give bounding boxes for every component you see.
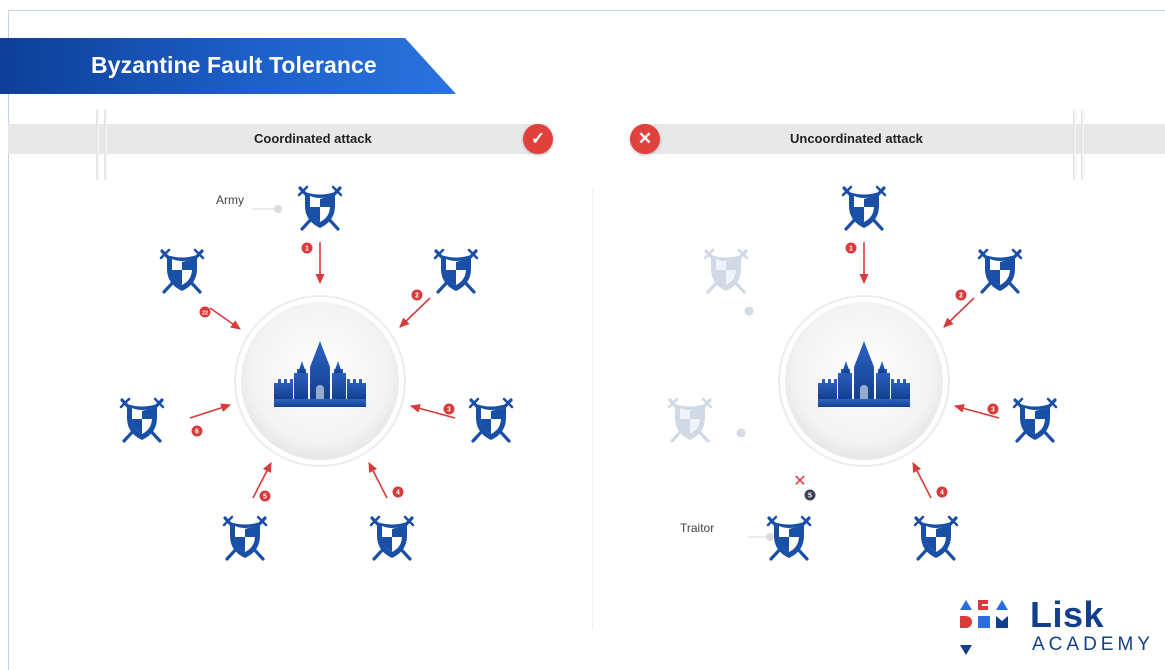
lisk-logo-mark (960, 600, 1008, 655)
traitor-x-icon: ✕ (793, 471, 806, 490)
svg-text:4: 4 (940, 489, 944, 496)
svg-text:5: 5 (263, 493, 267, 500)
attack-arrow (953, 404, 1000, 419)
svg-text:2: 2 (959, 292, 963, 299)
svg-text:1: 1 (849, 245, 853, 252)
fortress-center (778, 295, 950, 467)
army-shield-icon (841, 185, 887, 231)
attack-arrow (189, 403, 232, 419)
attack-arrow (399, 297, 431, 328)
right-panel-header-bar (640, 124, 1165, 154)
attack-arrow (252, 462, 272, 499)
faded-army-dot (744, 306, 754, 316)
step-number-badge: 4 (392, 486, 404, 498)
panel-divider (592, 190, 593, 630)
svg-text:1: 1 (305, 245, 309, 252)
step-number-badge: 2 (955, 289, 967, 301)
step-number-badge: 5 (259, 490, 271, 502)
fortress-center (234, 295, 406, 467)
bar-tick (96, 110, 99, 180)
step-number-badge: 3 (443, 403, 455, 415)
attack-arrow (912, 462, 932, 499)
army-shield-icon (222, 515, 268, 561)
step-number-badge: 6 (191, 425, 203, 437)
attack-arrow (943, 297, 975, 328)
bar-tick (1081, 110, 1084, 180)
army-shield-icon (667, 397, 713, 443)
attack-arrow (409, 404, 456, 419)
svg-text:22: 22 (202, 310, 208, 316)
step-number-badge: 4 (936, 486, 948, 498)
step-number-badge: 22 (199, 306, 211, 318)
army-shield-icon (766, 515, 812, 561)
army-shield-icon (369, 515, 415, 561)
slide-title: Byzantine Fault Tolerance (91, 52, 377, 78)
army-shield-icon (1012, 397, 1058, 443)
bar-tick (1073, 110, 1076, 180)
step-number-badge: 5 (804, 489, 816, 501)
left-panel-label: Coordinated attack (254, 131, 372, 146)
castle-icon (818, 341, 910, 407)
right-panel-label: Uncoordinated attack (790, 131, 923, 146)
army-shield-icon (119, 397, 165, 443)
check-icon: ✓ (523, 124, 553, 154)
army-shield-icon (703, 248, 749, 294)
army-shield-icon (468, 397, 514, 443)
traitor-callout-dot (766, 533, 774, 541)
faded-army-dot (736, 428, 746, 438)
castle-icon (274, 341, 366, 407)
x-icon: ✕ (630, 124, 660, 154)
step-number-badge: 3 (987, 403, 999, 415)
step-number-badge: 2 (411, 289, 423, 301)
army-shield-icon (433, 248, 479, 294)
svg-text:2: 2 (415, 292, 419, 299)
attack-arrow (209, 307, 241, 330)
army-shield-icon (159, 248, 205, 294)
frame-top-line (8, 10, 1165, 11)
frame-left-line (8, 10, 9, 670)
army-shield-icon (297, 185, 343, 231)
svg-text:4: 4 (396, 489, 400, 496)
army-shield-icon (977, 248, 1023, 294)
svg-text:3: 3 (991, 406, 995, 413)
logo-subtitle: ACADEMY (1032, 634, 1154, 655)
svg-text:5: 5 (808, 492, 812, 499)
svg-text:3: 3 (447, 406, 451, 413)
attack-arrow (368, 462, 388, 499)
bar-tick (104, 110, 107, 180)
army-callout-label: Army (216, 193, 244, 207)
title-banner (0, 38, 456, 94)
svg-text:6: 6 (195, 428, 199, 435)
army-callout-dot (274, 205, 282, 213)
army-shield-icon (913, 515, 959, 561)
step-number-badge: 1 (845, 242, 857, 254)
traitor-callout-label: Traitor (680, 521, 715, 535)
step-number-badge: 1 (301, 242, 313, 254)
logo-wordmark: Lisk (1030, 594, 1105, 635)
